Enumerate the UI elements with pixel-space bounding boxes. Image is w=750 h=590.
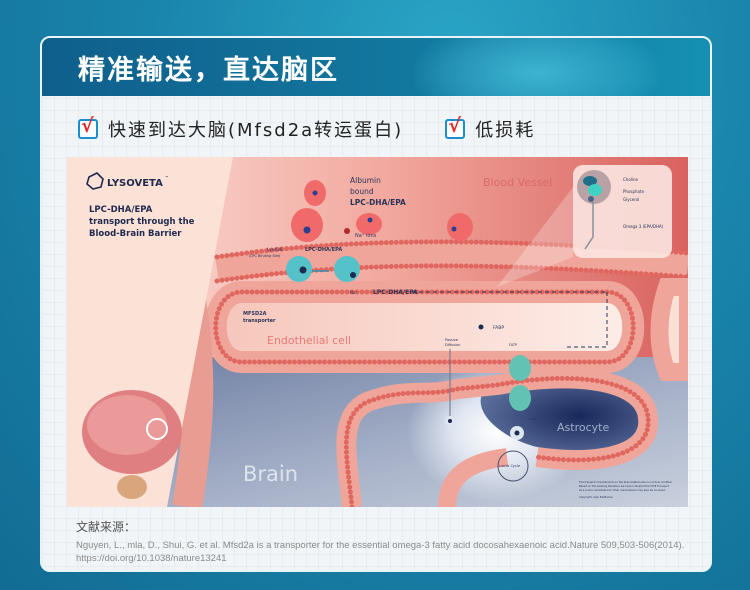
feature-item: √ 低损耗 — [445, 115, 536, 142]
checkmark-icon: √ — [448, 115, 461, 137]
lpc-structure-inset: Choline Phosphate Glycerol Omega 3 (EPA/… — [497, 165, 672, 287]
svg-text:transport through the: transport through the — [89, 217, 195, 227]
albumin-label: Albumin bound LPC-DHA/EPA — [350, 176, 406, 207]
footnote: The transport mechanisms on the brain-la… — [579, 480, 672, 499]
svg-text:Omega 3 (EPA/DHA): Omega 3 (EPA/DHA) — [623, 224, 664, 229]
astrocyte-membrane — [336, 368, 659, 507]
svg-text:MFSD2A: MFSD2A — [243, 311, 267, 317]
reference-doi-link[interactable]: https://doi.org/10.1038/nature13241 — [76, 553, 227, 564]
astrocyte-label: Astrocyte — [557, 421, 609, 434]
feature-label: 低损耗 — [475, 120, 536, 141]
lpc-small-label: LPC-DHA/EPA — [305, 247, 342, 253]
svg-text:LPC-DHA/EPA: LPC-DHA/EPA — [350, 198, 406, 207]
svg-text:Diffusion: Diffusion — [445, 343, 460, 347]
feature-label: 快速到达大脑(Mfsd2a转运蛋白) — [108, 120, 404, 141]
brain-label: Brain — [243, 462, 298, 486]
svg-text:The transport mechanisms on th: The transport mechanisms on the brain-la… — [579, 480, 672, 484]
bbb-transport-illustration: LYSOVETA ™ LPC-DHA/EPA transport through… — [67, 157, 688, 507]
checkbox-icon: √ — [78, 115, 98, 139]
svg-text:LYSOVETA: LYSOVETA — [107, 178, 163, 189]
svg-text:Albumin: Albumin — [350, 176, 381, 185]
coa-label: CoA — [529, 417, 537, 421]
svg-text:Copyright: Alan BioMarine: Copyright: Alan BioMarine — [579, 495, 613, 499]
endothelial-cell — [204, 281, 645, 373]
checkbox-icon: √ — [445, 115, 466, 139]
lys436-label: Lys436 (LPC Binding Site) — [249, 247, 283, 258]
mfsd2a-label: MFSD2A transporter — [243, 311, 276, 324]
passive-diffusion-label: Passive Diffusion — [445, 338, 460, 347]
fabp-label: FABP — [493, 325, 504, 331]
na-label: Na⁺ — [350, 290, 358, 295]
blood-vessel-label: Blood Vessel — [483, 176, 552, 189]
lysoveta-logo: LYSOVETA ™ — [86, 172, 169, 190]
svg-text:(LPC Binding Site): (LPC Binding Site) — [249, 254, 281, 258]
albumin-molecules — [291, 180, 473, 242]
illustration-heading: LPC-DHA/EPA transport through the Blood-… — [89, 205, 195, 239]
reference-section: 文献来源： Nguyen, L., mla, D., Shui, G. et a… — [76, 518, 684, 565]
svg-text:as a prime candidate but other: as a prime candidate but other mechanism… — [579, 488, 666, 492]
svg-text:Blood-Brain Barrier: Blood-Brain Barrier — [89, 229, 182, 239]
mfsd2a-transporter — [286, 256, 360, 282]
fatp-label: FATP — [509, 343, 517, 347]
svg-text:Passive: Passive — [445, 338, 458, 342]
brain-icon — [82, 390, 182, 499]
svg-text:transporter: transporter — [243, 318, 276, 324]
lands-cycle-label: Lands Cycle — [499, 464, 520, 468]
svg-text:Glycerol: Glycerol — [623, 197, 639, 202]
fatp-transporter — [509, 355, 531, 411]
reference-heading: 文献来源： — [76, 520, 137, 534]
svg-text:™: ™ — [165, 175, 169, 180]
feature-item: √ 快速到达大脑(Mfsd2a转运蛋白) — [78, 115, 404, 142]
svg-text:Choline: Choline — [623, 177, 639, 182]
svg-text:Lys436: Lys436 — [267, 247, 283, 253]
svg-text:LPC-DHA/EPA: LPC-DHA/EPA — [89, 205, 153, 215]
content-card: 精准输送，直达脑区 √ 快速到达大脑(Mfsd2a转运蛋白) √ 低损耗 — [40, 36, 712, 572]
svg-text:bound: bound — [350, 187, 374, 196]
na-ions-label: Na⁺ ions — [355, 233, 377, 239]
endothelial-cell-label: Endothelial cell — [267, 334, 351, 347]
svg-text:Based on the existing literatu: Based on the existing literature we have… — [579, 484, 669, 488]
checkmark-icon: √ — [81, 115, 94, 137]
lpc-dha-epa-label: LPC-DHA/EPA — [373, 289, 418, 296]
reference-citation: Nguyen, L., mla, D., Shui, G. et al. Mfs… — [76, 540, 685, 551]
page-title: 精准输送，直达脑区 — [78, 55, 339, 86]
feature-list: √ 快速到达大脑(Mfsd2a转运蛋白) √ 低损耗 — [78, 115, 577, 142]
header-banner: 精准输送，直达脑区 — [42, 38, 710, 96]
svg-text:Phosphate: Phosphate — [623, 189, 645, 194]
brain-watermark — [412, 38, 662, 96]
